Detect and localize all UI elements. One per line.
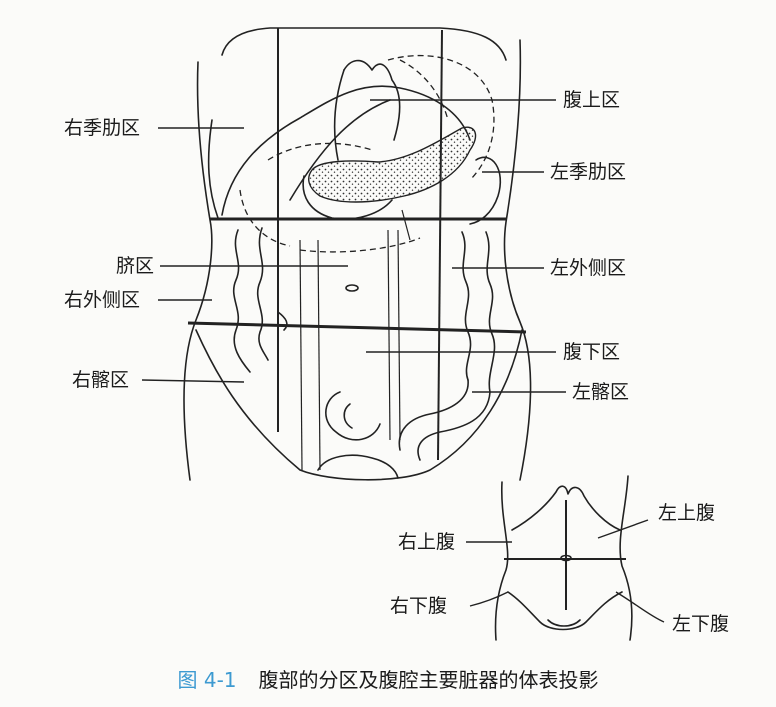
intertubercular-line [188, 323, 526, 332]
label-left-hypochondriac-region: 左季肋区 [550, 163, 626, 182]
label-left-iliac-region: 左髂区 [572, 383, 629, 402]
figure-title: 腹部的分区及腹腔主要脏器的体表投影 [259, 668, 599, 692]
label-right-lower-quadrant: 右下腹 [390, 597, 447, 616]
label-hypogastric-region: 腹下区 [563, 343, 620, 362]
label-right-hypochondriac-region: 右季肋区 [64, 119, 140, 138]
label-right-iliac-region: 右髂区 [72, 371, 129, 390]
quadrant-figure [466, 476, 664, 640]
label-left-lateral-region: 左外侧区 [550, 259, 626, 278]
region-grid [188, 28, 526, 460]
label-epigastric-region: 腹上区 [563, 91, 620, 110]
label-left-lower-quadrant: 左下腹 [672, 615, 729, 634]
abdominal-organs [222, 56, 500, 478]
main-leader-lines [142, 100, 566, 392]
label-right-lateral-region: 右外侧区 [64, 291, 140, 310]
figure-number: 图 4-1 [177, 668, 236, 692]
label-umbilical-region: 脐区 [116, 257, 154, 276]
left-vertical-line [438, 30, 442, 460]
figure-caption: 图 4-1 腹部的分区及腹腔主要脏器的体表投影 [0, 664, 776, 693]
label-right-upper-quadrant: 右上腹 [398, 533, 455, 552]
label-left-upper-quadrant: 左上腹 [658, 504, 715, 523]
